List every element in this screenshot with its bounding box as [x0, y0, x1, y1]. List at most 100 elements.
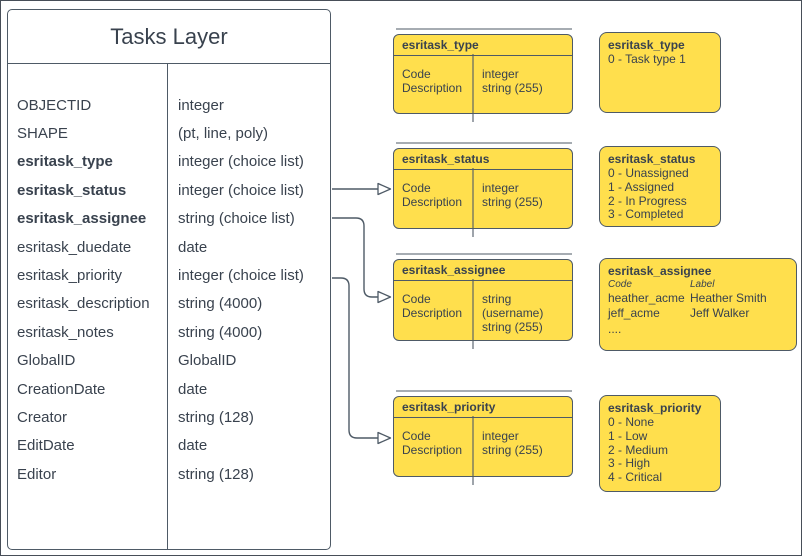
field-name: SHAPE — [17, 125, 68, 143]
value-item: 4 - Critical — [608, 470, 663, 485]
value-list-column-headers: Code Label — [608, 279, 788, 291]
tasks-layer-field-list: OBJECTID integer SHAPE (pt, line, poly) es… — [8, 91, 330, 488]
domain-field-name: Code — [402, 181, 431, 195]
domain-field-type: string (255) — [482, 320, 543, 334]
value-list-title: esritask_assignee — [608, 264, 712, 278]
value-list-esritask-assignee: esritask_assignee Code Label heather_acme… — [599, 258, 797, 351]
domain-table-esritask-assignee: esritask_assignee Code Description strin… — [393, 259, 573, 341]
arrowhead-assignee-icon — [377, 290, 392, 304]
tasks-layer-column-divider — [167, 63, 168, 549]
domain-field-type: string (255) — [482, 195, 543, 209]
arrowhead-priority-icon — [377, 431, 392, 445]
value-list-title: esritask_priority — [608, 401, 702, 415]
field-name: Editor — [17, 465, 57, 483]
domain-field-type: integer — [482, 429, 519, 443]
domain-table-title: esritask_priority — [394, 397, 572, 418]
field-name: esritask_assignee — [17, 210, 147, 228]
field-row-esritask-assignee: esritask_assignee string (choice list) — [8, 205, 330, 233]
field-row-creationdate: CreationDate date — [8, 375, 330, 403]
field-row-globalid: GlobalID GlobalID — [8, 347, 330, 375]
field-name: GlobalID — [17, 352, 76, 370]
value-list-title: esritask_type — [608, 38, 685, 52]
field-row-esritask-description: esritask_description string (4000) — [8, 290, 330, 318]
column-header-label: Label — [690, 279, 715, 290]
value-list-ellipsis: .... — [608, 322, 622, 337]
field-name: CreationDate — [17, 380, 106, 398]
domain-table-body: Code Description integer string (255) — [394, 170, 572, 209]
tasks-layer-table: Tasks Layer OBJECTID integer SHAPE (pt, li… — [7, 9, 331, 550]
value-item: 3 - High — [608, 456, 651, 471]
assignee-label: Jeff Walker — [690, 305, 750, 320]
field-type: string (4000) — [178, 323, 263, 341]
field-row-creator: Creator string (128) — [8, 403, 330, 431]
field-type: (pt, line, poly) — [178, 125, 269, 143]
field-type: date — [178, 238, 208, 256]
field-row-objectid: OBJECTID integer — [8, 91, 330, 119]
value-list-esritask-type: esritask_type 0 - Task type 1 — [599, 32, 721, 113]
value-item: 0 - Task type 1 — [608, 52, 686, 66]
field-type: integer (choice list) — [178, 181, 304, 199]
field-name: OBJECTID — [17, 96, 92, 114]
domain-field-name: Code — [402, 67, 431, 81]
field-row-shape: SHAPE (pt, line, poly) — [8, 119, 330, 147]
domain-field-type: string (255) — [482, 81, 543, 95]
field-type: string (4000) — [178, 295, 263, 313]
domain-field-type: integer — [482, 67, 519, 81]
field-type: string (128) — [178, 465, 254, 483]
domain-table-title: esritask_type — [394, 35, 572, 56]
column-header-code: Code — [608, 279, 632, 290]
domain-table-title: esritask_assignee — [394, 260, 572, 281]
domain-table-title: esritask_status — [394, 149, 572, 170]
tasks-layer-title: Tasks Layer — [8, 10, 330, 64]
value-item: 0 - None — [608, 415, 655, 429]
domain-table-body: Code Description integer string (255) — [394, 418, 572, 457]
value-item: 1 - Low — [608, 428, 648, 443]
field-name: esritask_priority — [17, 267, 123, 285]
domain-table-body: Code Description string (username) strin… — [394, 281, 572, 334]
value-list-esritask-status: esritask_status 0 - Unassigned 1 - Assig… — [599, 146, 721, 227]
field-type: string (choice list) — [178, 210, 295, 228]
domain-table-esritask-status: esritask_status Code Description integer… — [393, 148, 573, 229]
domain-field-name: Code — [402, 429, 431, 443]
domain-field-type: string (username) — [482, 292, 544, 320]
domain-field-name: Description — [402, 81, 463, 95]
field-row-esritask-duedate: esritask_duedate date — [8, 233, 330, 261]
value-item: 1 - Assigned — [608, 179, 675, 194]
domain-field-type: integer — [482, 181, 519, 195]
value-item: 3 - Completed — [608, 207, 684, 222]
field-type: date — [178, 380, 208, 398]
value-item: 2 - Medium — [608, 442, 669, 457]
domain-field-name: Description — [402, 306, 463, 320]
field-type: GlobalID — [178, 352, 237, 370]
value-item: 0 - Unassigned — [608, 166, 689, 180]
field-type: integer — [178, 96, 224, 114]
assignee-code: heather_acme — [608, 291, 685, 305]
value-list-title: esritask_status — [608, 152, 696, 166]
field-row-editdate: EditDate date — [8, 432, 330, 460]
field-name: EditDate — [17, 437, 75, 455]
domain-table-esritask-priority: esritask_priority Code Description integ… — [393, 396, 573, 477]
field-row-esritask-notes: esritask_notes string (4000) — [8, 318, 330, 346]
domain-field-name: Code — [402, 292, 431, 306]
value-row: jeff_acme Jeff Walker — [608, 306, 788, 321]
field-name: esritask_description — [17, 295, 150, 313]
domain-field-name: Description — [402, 195, 463, 209]
field-type: date — [178, 437, 208, 455]
field-type: integer (choice list) — [178, 153, 304, 171]
connector-priority-line — [332, 277, 378, 439]
field-name: Creator — [17, 408, 68, 426]
assignee-code: jeff_acme — [608, 305, 660, 320]
field-type: string (128) — [178, 408, 254, 426]
field-name: esritask_type — [17, 153, 113, 171]
connector-assignee-line — [332, 217, 378, 298]
field-row-esritask-type: esritask_type integer (choice list) — [8, 148, 330, 176]
field-row-editor: Editor string (128) — [8, 460, 330, 488]
arrowhead-status-icon — [377, 182, 392, 196]
domain-table-body: Code Description integer string (255) — [394, 56, 572, 95]
domain-table-esritask-type: esritask_type Code Description integer s… — [393, 34, 573, 114]
field-name: esritask_notes — [17, 323, 114, 341]
field-name: esritask_duedate — [17, 238, 132, 256]
